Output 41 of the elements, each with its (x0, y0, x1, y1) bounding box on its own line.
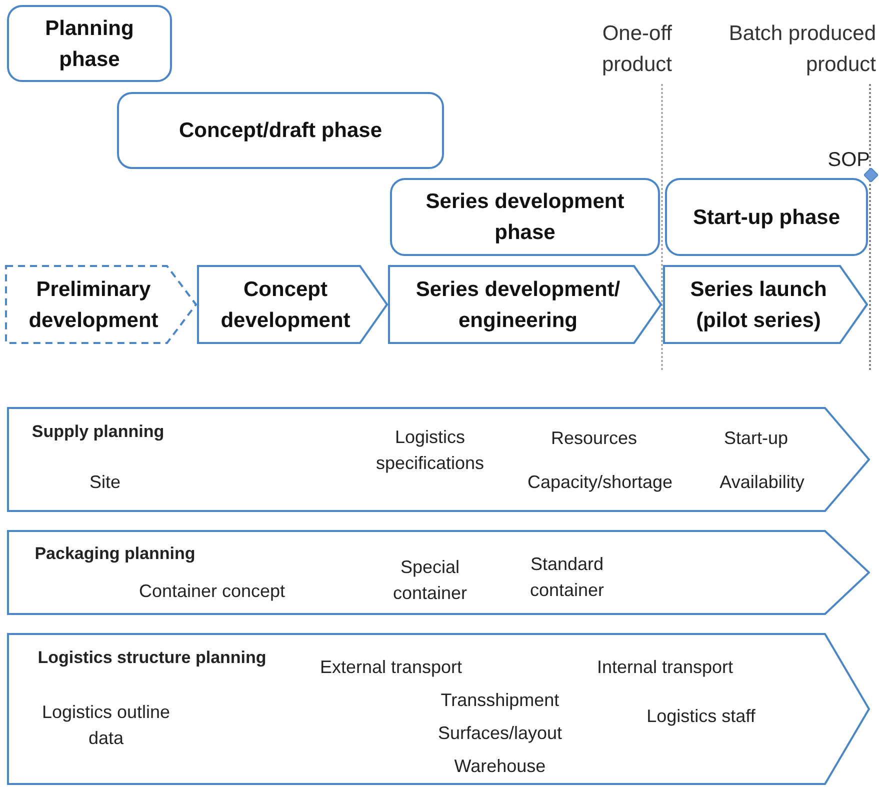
planning-band (7, 407, 870, 512)
stage-pentagon (663, 265, 868, 344)
band-item: Start-up (724, 427, 788, 450)
phase-label: Series development phase (424, 189, 626, 246)
band-item: Warehouse (454, 755, 546, 778)
stage-pentagon (388, 265, 662, 344)
planning-band (7, 633, 870, 785)
band-item: External transport (320, 656, 462, 679)
stage-label: Concept development (220, 276, 352, 334)
phase-label: Concept/draft phase (178, 118, 382, 144)
stage-label: Preliminary development (28, 276, 160, 334)
category-label: One-off product (600, 21, 672, 78)
band-item: Logistics staff (646, 705, 756, 728)
band-item: Container concept (138, 580, 286, 603)
stage-label: Series launch (pilot series) (689, 276, 828, 334)
phase-box (665, 178, 868, 256)
band-item: Transshipment (440, 689, 560, 712)
band-item: Special container (392, 556, 468, 605)
phase-box (7, 5, 172, 82)
category-label: Batch produced product (728, 21, 876, 78)
band-heading: Logistics structure planning (38, 647, 266, 669)
phase-box (117, 92, 444, 169)
band-item: Logistics specifications (374, 426, 486, 475)
band-item: Logistics outline data (40, 701, 172, 750)
band-item: Standard container (528, 553, 606, 602)
band-item: Capacity/shortage (527, 471, 673, 494)
band-item: Resources (550, 427, 638, 450)
stage-pentagon (5, 265, 197, 344)
phase-label: Start-up phase (692, 204, 840, 230)
planning-band (7, 530, 870, 615)
phase-label: Planning phase (44, 16, 135, 72)
phase-box (390, 178, 660, 256)
band-item: Internal transport (596, 656, 734, 679)
stage-label: Series development/ engineering (414, 276, 622, 334)
band-item: Availability (720, 471, 804, 494)
band-heading: Supply planning (32, 421, 164, 443)
band-item: Site (89, 471, 121, 494)
band-item: Surfaces/layout (438, 722, 562, 745)
milestone-label: SOP (828, 148, 870, 172)
stage-pentagon (197, 265, 388, 344)
band-heading: Packaging planning (34, 543, 196, 565)
